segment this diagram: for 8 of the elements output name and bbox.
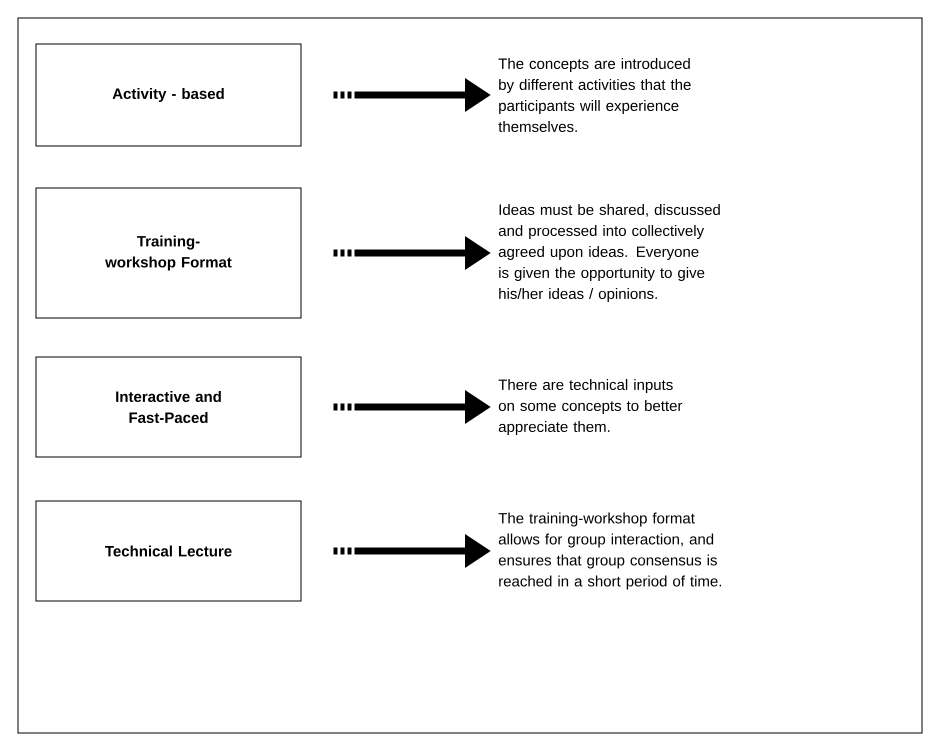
process-box: Technical Lecture xyxy=(36,500,302,602)
process-box: Training-workshop Format xyxy=(36,188,302,318)
description-text: There are technical inputs on some concepts to better appreciate them. xyxy=(498,379,682,435)
description-text: The training-workshop format allows for group interaction, and ensures that group consensus is reached in a short period of time. xyxy=(498,512,722,590)
description-text: Ideas must be shared, discussed and processed into collectively agreed upon ideas. Everyone is given the opportunity to give his/her ideas / opinions. xyxy=(498,204,720,302)
description-text: The concepts are introduced by different activities that the participants will experience themselves. xyxy=(498,58,691,132)
process-box: Activity - based xyxy=(36,44,302,146)
process-box: Interactive and Fast-Paced xyxy=(36,356,302,458)
